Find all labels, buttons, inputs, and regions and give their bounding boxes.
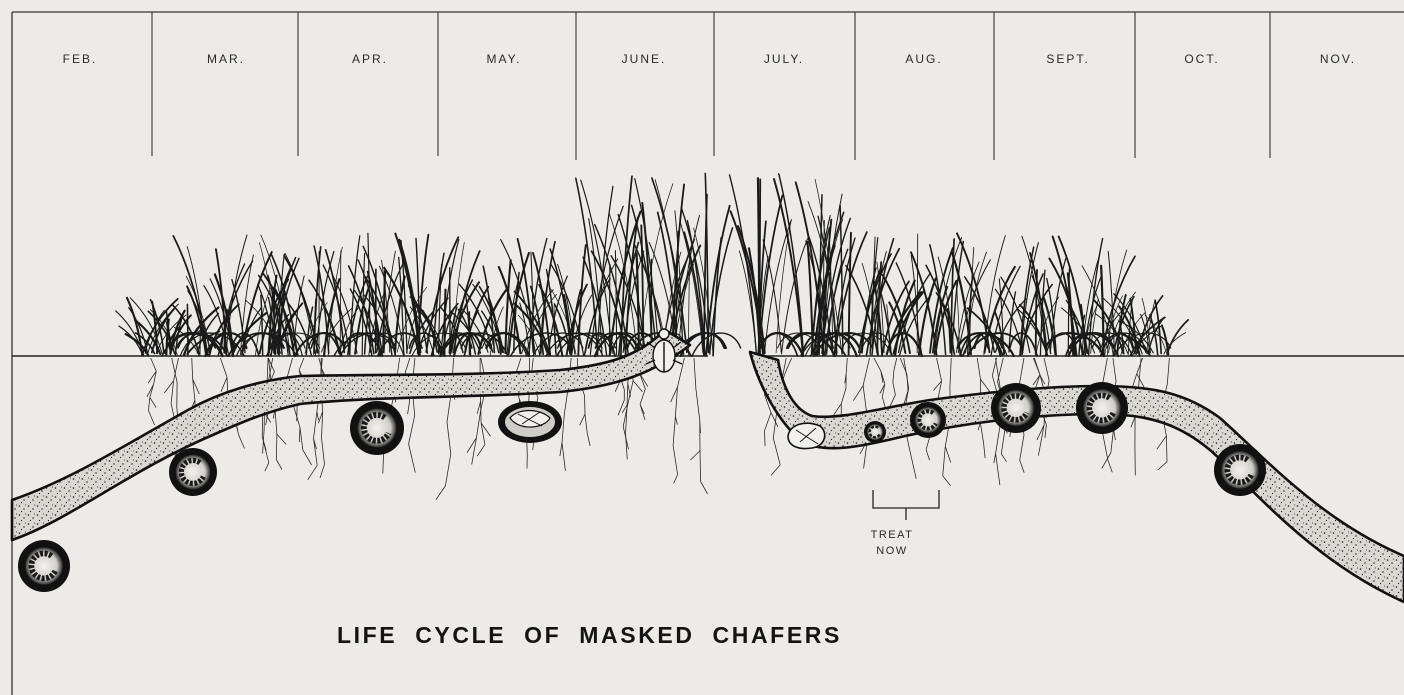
month-dividers [152,12,1270,160]
month-label-aug: AUG. [905,52,942,66]
grub-cell [864,421,886,443]
month-label-may: MAY. [487,52,522,66]
month-label-nov: NOV. [1320,52,1356,66]
root [286,358,312,465]
root [890,358,897,407]
treat-label-line2: NOW [862,543,922,559]
grass-layer [116,173,1188,356]
treat-label-line1: TREAT [862,527,922,543]
month-label-oct: OCT. [1184,52,1219,66]
month-label-june: JUNE. [622,52,667,66]
grass-blade [1009,292,1016,352]
grass-blade [704,195,707,356]
grass-blade [1001,277,1030,352]
month-label-july: JULY. [764,52,804,66]
treat-now-label: TREAT NOW [862,527,922,559]
grub-cell [169,448,217,496]
grub-cell [350,401,404,455]
grub-cell [1076,382,1128,434]
soil-tunnels [12,330,1404,602]
month-label-mar: MAR. [207,52,245,66]
treat-now-bracket [873,490,939,520]
diagram-title: LIFE CYCLE OF MASKED CHAFERS [337,622,842,649]
grub-cell [991,383,1041,433]
grub-cell [1214,444,1266,496]
pupa-may [498,401,562,443]
pupa-july [788,423,825,448]
tunnel-right [750,352,1404,602]
grass-blade [895,281,915,356]
root [691,358,708,494]
month-label-sept: SEPT. [1046,52,1089,66]
month-label-apr: APR. [352,52,388,66]
grass-blade [917,234,918,353]
grass-blade [1036,270,1037,354]
month-label-feb: FEB. [63,52,98,66]
grass-blade [840,205,843,353]
grass-blade [340,251,341,354]
root [147,358,156,425]
grub-cell [18,540,70,592]
root [671,358,685,483]
grass-blade [242,252,272,354]
grub-cell [910,402,946,438]
